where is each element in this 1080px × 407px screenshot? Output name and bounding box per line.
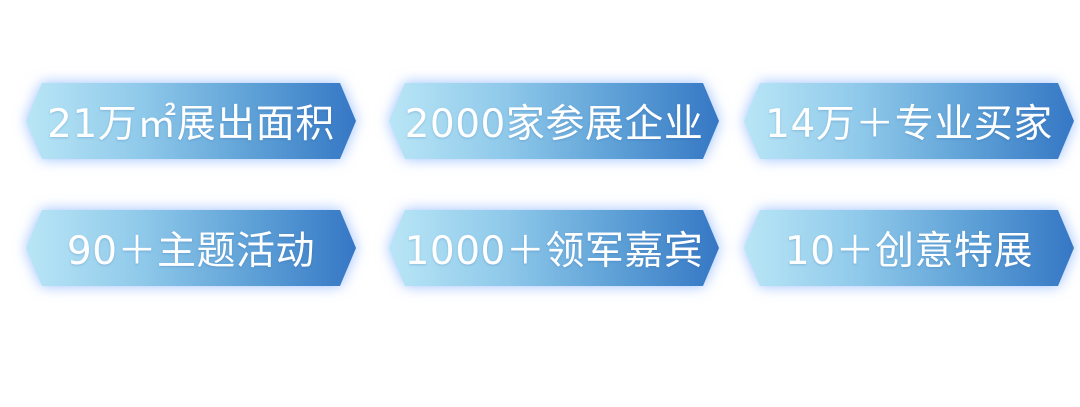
badge-background xyxy=(389,83,719,159)
badge-background xyxy=(389,210,719,286)
stat-badge-special-exhibitions: 10＋创意特展 xyxy=(744,210,1074,286)
stat-label: 2000家参展企业 xyxy=(404,102,704,147)
stat-label: 1000＋领军嘉宾 xyxy=(404,229,704,274)
stat-label: 21万㎡展出面积 xyxy=(47,102,335,147)
stat-label: 10＋创意特展 xyxy=(784,229,1034,274)
stat-badge-exhibition-area: 21万㎡展出面积 xyxy=(26,83,356,159)
stat-badge-guests: 1000＋领军嘉宾 xyxy=(389,210,719,286)
badge-background xyxy=(26,210,356,286)
stat-badge-activities: 90＋主题活动 xyxy=(26,210,356,286)
badge-background xyxy=(744,83,1074,159)
stat-label: 14万＋专业买家 xyxy=(765,102,1053,147)
badge-background xyxy=(744,210,1074,286)
stat-label: 90＋主题活动 xyxy=(66,229,316,274)
stat-badge-buyers: 14万＋专业买家 xyxy=(744,83,1074,159)
badge-background xyxy=(26,83,356,159)
stat-badge-exhibitors: 2000家参展企业 xyxy=(389,83,719,159)
